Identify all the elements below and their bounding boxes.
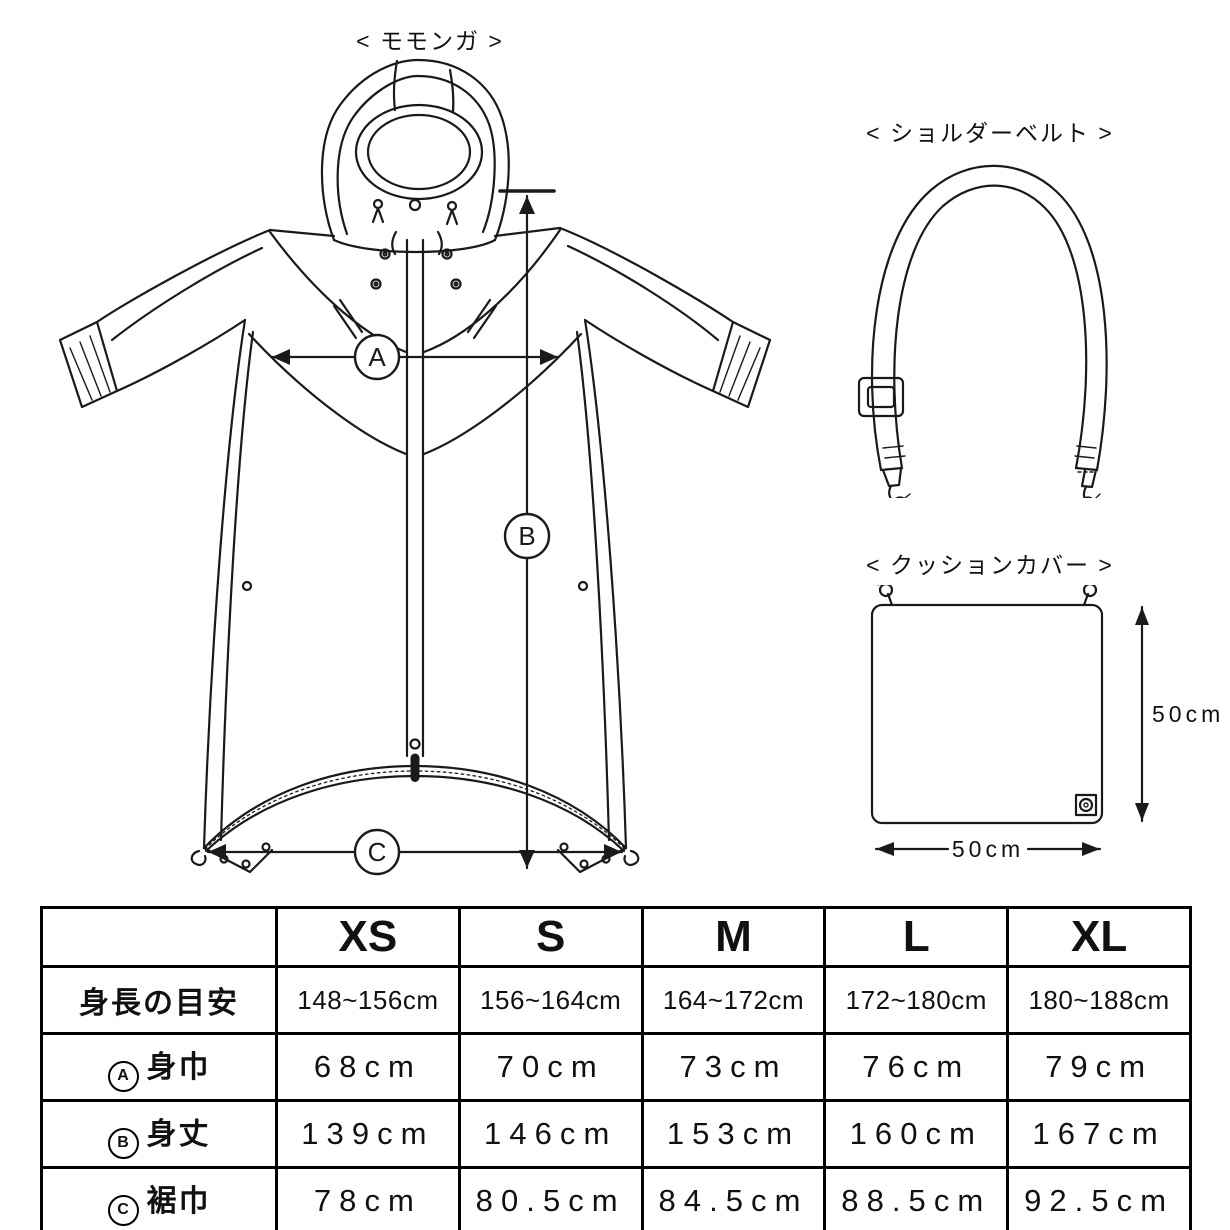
table-row-height-guide: 身長の目安 148~156cm 156~164cm 164~172cm 172~…	[40, 965, 1192, 1035]
cushion-cover-diagram: 50cm 50cm	[870, 585, 1224, 862]
marker-a-letter: A	[368, 342, 386, 372]
belt-buckle	[857, 376, 905, 418]
arrowheads	[208, 196, 622, 868]
momonga-label: < モモンガ >	[356, 28, 504, 54]
garment-outline	[58, 58, 772, 874]
cell-length-xs: 139cm	[275, 1099, 461, 1169]
cell-length-l: 160cm	[823, 1099, 1010, 1169]
marker-a-badge: A	[107, 1060, 139, 1092]
measure-marker-c: C	[353, 828, 401, 876]
col-header-xl: XL	[1006, 906, 1192, 968]
size-table: XS S M L XL 身長の目安 148~156cm 156~164cm 16…	[40, 906, 1192, 1230]
table-corner-cell	[40, 906, 278, 968]
row-label-text: 身長の目安	[79, 987, 239, 1020]
cell-width-l: 76cm	[823, 1032, 1010, 1102]
cell-length-s: 146cm	[457, 1099, 644, 1169]
cell-height-s: 156~164cm	[457, 965, 644, 1035]
marker-c-badge: C	[107, 1194, 139, 1226]
belt-strap	[857, 164, 1108, 498]
cell-hem-m: 84.5cm	[640, 1166, 827, 1230]
cushion-body	[870, 585, 1144, 851]
row-label-text: 裾巾	[146, 1185, 211, 1219]
cell-height-xl: 180~188cm	[1006, 965, 1192, 1035]
cushion-arrowheads	[876, 607, 1149, 856]
cell-length-xl: 167cm	[1006, 1099, 1192, 1169]
cushion-cover-label: < クッションカバー >	[866, 552, 1114, 578]
row-label-text: 身巾	[146, 1051, 211, 1085]
row-label-height-guide: 身長の目安	[40, 965, 278, 1035]
cushion-height-dimension: 50cm	[1152, 701, 1224, 727]
cell-hem-l: 88.5cm	[823, 1166, 1010, 1230]
cell-hem-xl: 92.5cm	[1006, 1166, 1192, 1230]
cell-height-xs: 148~156cm	[275, 965, 461, 1035]
col-header-xs: XS	[275, 906, 461, 968]
cushion-tag	[1074, 793, 1098, 817]
cell-width-xl: 79cm	[1006, 1032, 1192, 1102]
cell-height-m: 164~172cm	[640, 965, 827, 1035]
cell-width-s: 70cm	[457, 1032, 644, 1102]
cell-hem-xs: 78cm	[275, 1166, 461, 1230]
momonga-diagram: A B C	[58, 58, 772, 876]
measure-marker-b: B	[503, 512, 551, 560]
cushion-width-dimension: 50cm	[952, 836, 1024, 862]
col-header-m: M	[640, 906, 827, 968]
shoulder-belt-diagram	[857, 164, 1108, 498]
size-table-grid: XS S M L XL 身長の目安 148~156cm 156~164cm 16…	[40, 906, 1192, 1230]
body-silhouette	[58, 226, 772, 850]
measure-marker-a: A	[353, 333, 401, 381]
hood	[320, 58, 510, 256]
cell-height-l: 172~180cm	[823, 965, 1010, 1035]
shoulder-belt-label: < ショルダーベルト >	[866, 120, 1114, 146]
cell-hem-s: 80.5cm	[457, 1166, 644, 1230]
col-header-l: L	[823, 906, 1010, 968]
row-label-text: 身丈	[146, 1118, 211, 1152]
col-header-s: S	[457, 906, 644, 968]
cell-width-xs: 68cm	[275, 1032, 461, 1102]
cell-width-m: 73cm	[640, 1032, 827, 1102]
marker-c-letter: C	[368, 837, 387, 867]
marker-b-badge: B	[107, 1127, 139, 1159]
front-zipper	[405, 198, 425, 785]
marker-b-letter: B	[518, 521, 535, 551]
cell-length-m: 153cm	[640, 1099, 827, 1169]
